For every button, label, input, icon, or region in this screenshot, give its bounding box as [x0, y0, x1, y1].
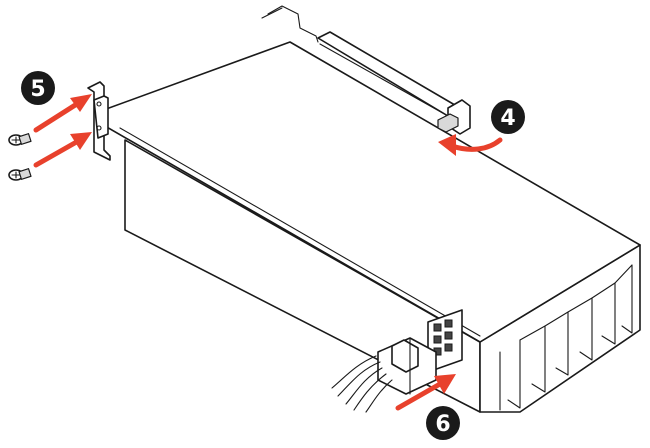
screw-icon: [8, 168, 32, 181]
power-connector-icon: [331, 337, 437, 413]
step-badge-6: 6: [426, 406, 460, 440]
arrow-icon: [33, 94, 92, 133]
arrow-icon: [395, 374, 456, 411]
step-number-5: 5: [30, 77, 45, 102]
arrow-icon: [33, 132, 92, 168]
io-bracket: [87, 81, 111, 161]
step-badge-5: 5: [21, 71, 55, 105]
graphics-card: [97, 5, 641, 413]
screw-icon: [8, 133, 32, 146]
pcie-latch-icon: [437, 99, 471, 135]
arrow-icon: [438, 134, 503, 156]
heatsink-fins: [499, 264, 633, 411]
step-number-6: 6: [435, 412, 450, 437]
step-badge-4: 4: [491, 100, 525, 134]
step-number-4: 4: [500, 106, 515, 131]
